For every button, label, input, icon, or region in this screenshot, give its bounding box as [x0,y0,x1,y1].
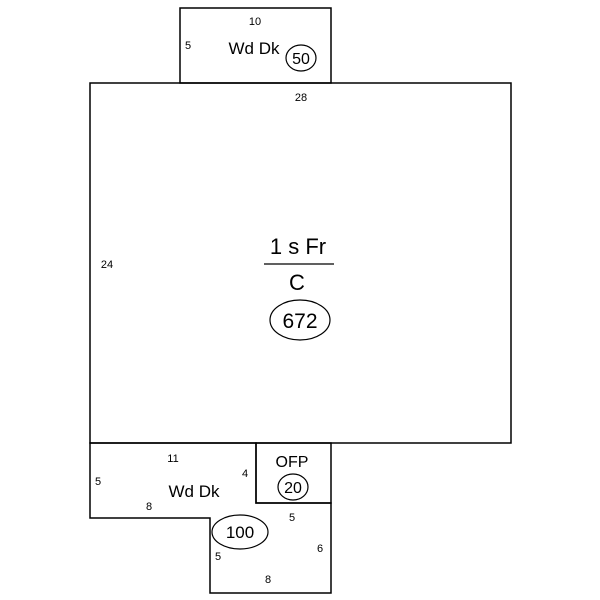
open-porch: OFP 20 [255,442,332,504]
top-deck-label: Wd Dk [229,39,281,58]
main-sublabel: C [289,270,305,295]
open-porch-area: 20 [284,480,302,497]
bottom-deck: 11 5 4 8 5 5 6 8 Wd Dk 100 [89,442,332,594]
bottom-deck-dimension-lower-top: 8 [146,501,152,513]
top-deck: 10 5 Wd Dk 50 [179,7,332,84]
main-area: 672 [282,310,317,333]
open-porch-label: OFP [276,454,309,471]
bottom-deck-label: Wd Dk [169,482,221,501]
bottom-deck-dimension-bottom: 8 [265,574,271,586]
main-label: 1 s Fr [270,234,326,259]
bottom-deck-dimension-top: 11 [167,453,178,465]
bottom-deck-dimension-left: 5 [95,476,101,488]
open-porch-outline [255,442,332,504]
main-dimension-top: 28 [295,92,307,104]
open-porch-area-ring [277,473,309,501]
bottom-deck-dimension-inner-right: 4 [242,468,248,480]
top-deck-area: 50 [292,51,310,68]
main-area-ring [269,299,331,341]
main-dimension-left: 24 [101,259,113,271]
top-deck-area-ring [285,44,317,72]
bottom-deck-dimension-right: 6 [317,543,323,555]
bottom-deck-dimension-lower-left: 5 [215,551,221,563]
bottom-deck-area-ring [211,514,269,550]
top-deck-dimension-left: 5 [185,40,191,52]
bottom-deck-area: 100 [226,523,254,542]
top-deck-dimension-top: 10 [249,16,261,28]
bottom-deck-dimension-porch-bottom: 5 [289,512,295,524]
main-dwelling: 28 24 1 s Fr C 672 [89,82,512,444]
main-dwelling-outline [89,82,512,444]
